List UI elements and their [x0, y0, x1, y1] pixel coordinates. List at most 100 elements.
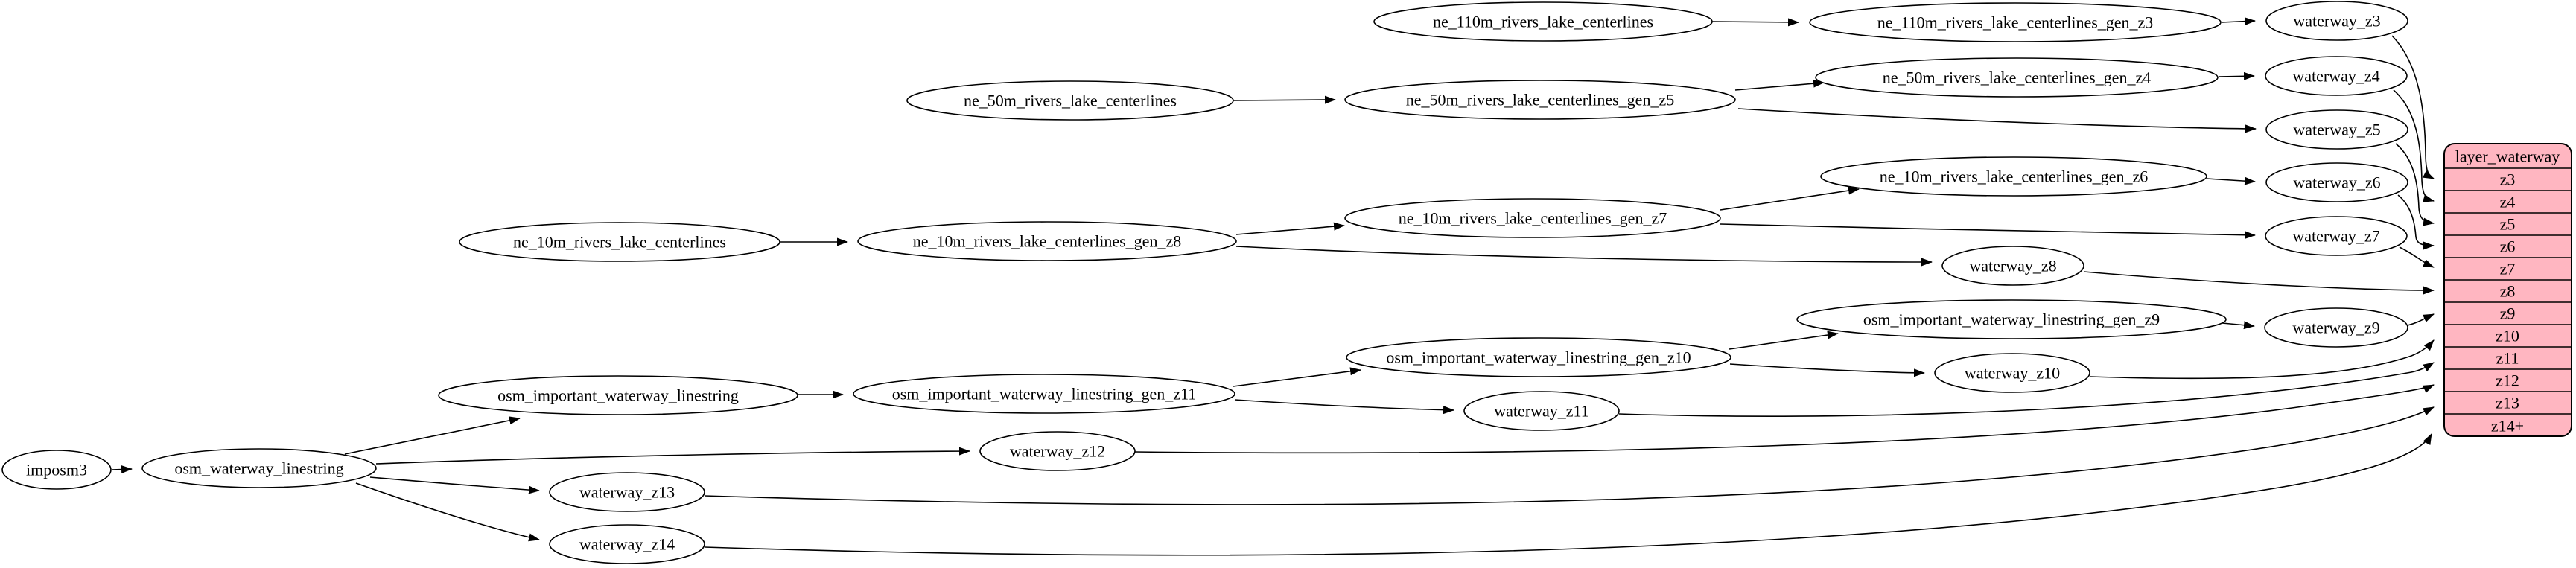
edge-waterway_z8-row_z8: [2083, 271, 2435, 295]
node-osm-important-waterway-linestring: osm_important_waterway_linestring: [438, 375, 798, 415]
svg-text:osm_important_waterway_linestr: osm_important_waterway_linestring_gen_z1…: [892, 385, 1197, 403]
record-row-z13: z13: [2496, 394, 2519, 412]
edge-gen_z10-waterway_z10: [1729, 363, 1925, 377]
svg-text:waterway_z14: waterway_z14: [579, 535, 675, 554]
record-row-z10: z10: [2496, 327, 2519, 345]
svg-text:ne_10m_rivers_lake_centerlines: ne_10m_rivers_lake_centerlines_gen_z8: [913, 232, 1181, 251]
edge-waterway_z3-row_z3: [2391, 35, 2435, 179]
svg-text:waterway_z11: waterway_z11: [1494, 402, 1588, 421]
node-ne-10m-rivers-lake-centerlines-gen-z8: ne_10m_rivers_lake_centerlines_gen_z8: [857, 221, 1237, 261]
node-waterway-z12: waterway_z12: [979, 431, 1136, 471]
edge-gen_z10-gen_z9: [1729, 331, 1839, 350]
edge-gen_z11-gen_z10: [1233, 367, 1361, 387]
node-waterway-z14: waterway_z14: [549, 524, 705, 564]
node-ne-110m-rivers-lake-centerlines-gen-z3: ne_110m_rivers_lake_centerlines_gen_z3: [1809, 2, 2222, 42]
edge-gen_z5-gen_z4: [1734, 79, 1825, 91]
record-row-z7: z7: [2500, 260, 2516, 278]
edge-osm_waterway_linestring-waterway_z12: [375, 447, 970, 465]
node-waterway-z7: waterway_z7: [2265, 216, 2408, 256]
edge-waterway_z13-row_z13: [704, 406, 2435, 505]
node-waterway-z9: waterway_z9: [2264, 307, 2408, 348]
record-row-z11: z11: [2496, 349, 2519, 368]
edge-waterway_z4-row_z4: [2393, 89, 2435, 202]
svg-text:ne_50m_rivers_lake_centerlines: ne_50m_rivers_lake_centerlines_gen_z5: [1406, 91, 1674, 109]
node-osm-waterway-linestring: osm_waterway_linestring: [141, 448, 377, 488]
edge-waterway_z11-row_z11: [1618, 362, 2435, 417]
node-waterway-z5: waterway_z5: [2265, 109, 2408, 150]
node-ne-50m-rivers-lake-centerlines-gen-z4: ne_50m_rivers_lake_centerlines_gen_z4: [1815, 57, 2219, 98]
svg-text:ne_110m_rivers_lake_centerline: ne_110m_rivers_lake_centerlines: [1433, 13, 1653, 31]
record-row-z14: z14+: [2491, 417, 2524, 435]
record-row-z8: z8: [2500, 282, 2516, 301]
node-waterway-z4: waterway_z4: [2265, 56, 2408, 96]
svg-text:osm_important_waterway_linestr: osm_important_waterway_linestring_gen_z1…: [1386, 348, 1691, 367]
edge-waterway_z12-row_z12: [1133, 384, 2435, 454]
edge-waterway_z10-row_z10: [2089, 339, 2435, 380]
svg-text:ne_50m_rivers_lake_centerlines: ne_50m_rivers_lake_centerlines: [964, 92, 1177, 110]
node-waterway-z6: waterway_z6: [2265, 162, 2408, 202]
node-ne-50m-rivers-lake-centerlines: ne_50m_rivers_lake_centerlines: [906, 80, 1234, 121]
svg-text:osm_important_waterway_linestr: osm_important_waterway_linestring_gen_z9: [1863, 310, 2160, 329]
edge-gen_z4-waterway_z4: [2218, 71, 2255, 80]
edge-waterway_z7-row_z7: [2399, 246, 2435, 268]
nodes-layer: imposm3 osm_waterway_linestring osm_impo…: [1, 1, 2408, 564]
svg-text:waterway_z8: waterway_z8: [1969, 257, 2056, 275]
svg-text:waterway_z5: waterway_z5: [2293, 121, 2380, 139]
edge-gen_z7-gen_z6: [1720, 186, 1860, 211]
node-ne-50m-rivers-lake-centerlines-gen-z5: ne_50m_rivers_lake_centerlines_gen_z5: [1344, 80, 1736, 120]
svg-text:ne_10m_rivers_lake_centerlines: ne_10m_rivers_lake_centerlines_gen_z7: [1399, 209, 1667, 228]
node-waterway-z11: waterway_z11: [1463, 391, 1620, 431]
edge-gen_z6-waterway_z6: [2206, 176, 2256, 185]
node-waterway-z8: waterway_z8: [1941, 246, 2084, 286]
record-title: layer_waterway: [2455, 147, 2560, 166]
edge-imposm3-osm_waterway_linestring: [111, 465, 133, 474]
node-osm-important-waterway-linestring-gen-z9: osm_important_waterway_linestring_gen_z9: [1796, 299, 2227, 339]
node-ne-10m-rivers-lake-centerlines-gen-z6: ne_10m_rivers_lake_centerlines_gen_z6: [1820, 156, 2207, 197]
edge-waterway_z6-row_z6: [2397, 194, 2435, 250]
record-row-z4: z4: [2500, 193, 2516, 211]
record-row-z12: z12: [2496, 371, 2519, 390]
edge-waterway_z5-row_z5: [2395, 143, 2435, 226]
svg-text:imposm3: imposm3: [26, 461, 87, 479]
node-osm-important-waterway-linestring-gen-z10: osm_important_waterway_linestring_gen_z1…: [1346, 337, 1731, 377]
edge-gen_z7-waterway_z7: [1720, 223, 2256, 240]
edge-osm_waterway_linestring-osm_important_waterway_linestring: [344, 416, 521, 455]
edge-waterway_z14-row_z14: [704, 433, 2432, 556]
record-row-z5: z5: [2500, 215, 2516, 234]
record-layer-waterway: layer_waterway z3 z4 z5 z6 z7 z8 z9 z10 …: [2443, 143, 2572, 437]
svg-text:waterway_z3: waterway_z3: [2293, 12, 2380, 31]
node-waterway-z13: waterway_z13: [549, 472, 705, 512]
edge-gen_z3-waterway_z3: [2221, 17, 2256, 26]
node-imposm3: imposm3: [1, 450, 112, 490]
svg-text:waterway_z12: waterway_z12: [1010, 442, 1105, 461]
edge-gen_z9-waterway_z9: [2222, 321, 2255, 330]
edge-gen_z5-waterway_z5: [1737, 108, 2257, 133]
svg-text:waterway_z4: waterway_z4: [2292, 67, 2379, 86]
svg-text:waterway_z13: waterway_z13: [579, 483, 675, 502]
svg-text:ne_110m_rivers_lake_centerline: ne_110m_rivers_lake_centerlines_gen_z3: [1877, 13, 2154, 32]
svg-text:ne_50m_rivers_lake_centerlines: ne_50m_rivers_lake_centerlines_gen_z4: [1883, 68, 2151, 87]
node-waterway-z10: waterway_z10: [1934, 353, 2090, 393]
node-ne-10m-rivers-lake-centerlines: ne_10m_rivers_lake_centerlines: [459, 222, 780, 262]
svg-text:ne_10m_rivers_lake_centerlines: ne_10m_rivers_lake_centerlines: [513, 233, 726, 252]
edge-osm_waterway_linestring-waterway_z13: [369, 476, 540, 494]
svg-text:osm_waterway_linestring: osm_waterway_linestring: [174, 459, 343, 478]
edge-gen_z11-waterway_z11: [1234, 399, 1454, 415]
node-ne-10m-rivers-lake-centerlines-gen-z7: ne_10m_rivers_lake_centerlines_gen_z7: [1344, 198, 1721, 238]
svg-text:waterway_z10: waterway_z10: [1965, 364, 2060, 383]
svg-text:waterway_z6: waterway_z6: [2293, 173, 2380, 192]
edge-waterway_z9-row_z9: [2407, 313, 2435, 326]
edge-gen_z8-waterway_z8: [1235, 246, 1933, 267]
svg-text:waterway_z9: waterway_z9: [2292, 319, 2379, 337]
node-osm-important-waterway-linestring-gen-z11: osm_important_waterway_linestring_gen_z1…: [853, 374, 1235, 414]
edge-osm_waterway_linestring-waterway_z14: [355, 482, 540, 542]
svg-text:ne_10m_rivers_lake_centerlines: ne_10m_rivers_lake_centerlines_gen_z6: [1880, 167, 2148, 186]
node-waterway-z3: waterway_z3: [2265, 1, 2408, 41]
record-row-z9: z9: [2500, 304, 2516, 323]
edge-gen_z8-gen_z7: [1235, 222, 1345, 235]
record-row-z6: z6: [2500, 237, 2516, 256]
record-row-z3: z3: [2500, 170, 2516, 189]
svg-text:osm_important_waterway_linestr: osm_important_waterway_linestring: [497, 386, 739, 405]
svg-text:waterway_z7: waterway_z7: [2292, 227, 2379, 246]
